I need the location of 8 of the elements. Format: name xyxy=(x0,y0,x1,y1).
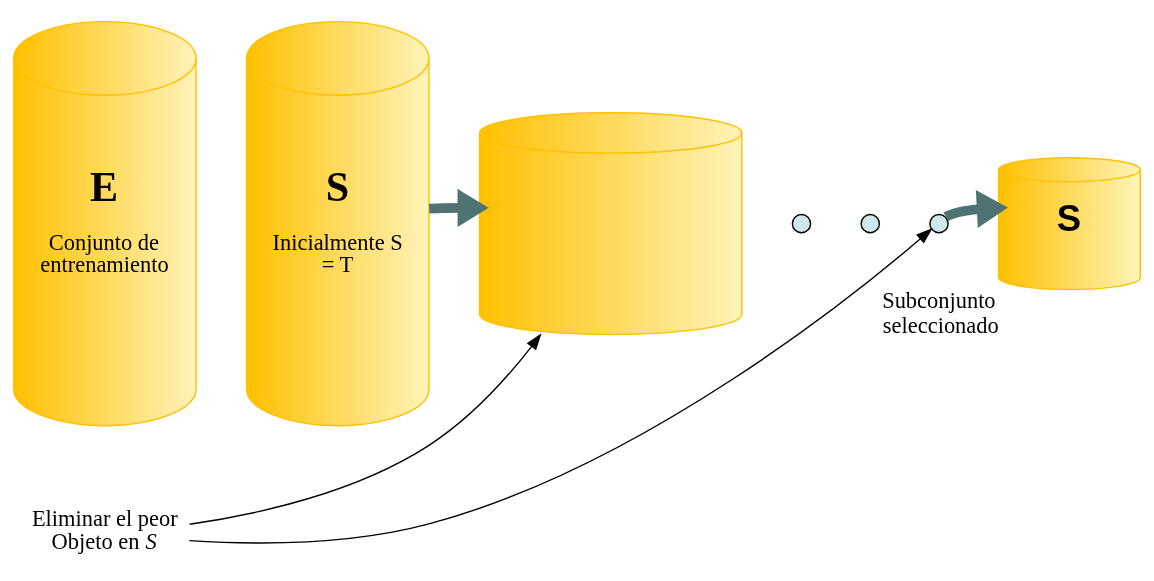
node-circle xyxy=(860,213,881,233)
node-circle xyxy=(791,213,812,233)
node-circle xyxy=(929,213,949,233)
arrow xyxy=(188,227,933,544)
arrow xyxy=(188,332,542,525)
arrow xyxy=(428,188,489,227)
node-label: Subconjunto seleccionado xyxy=(882,287,999,338)
node-text: Eliminar el peor Objeto en S xyxy=(31,505,178,554)
